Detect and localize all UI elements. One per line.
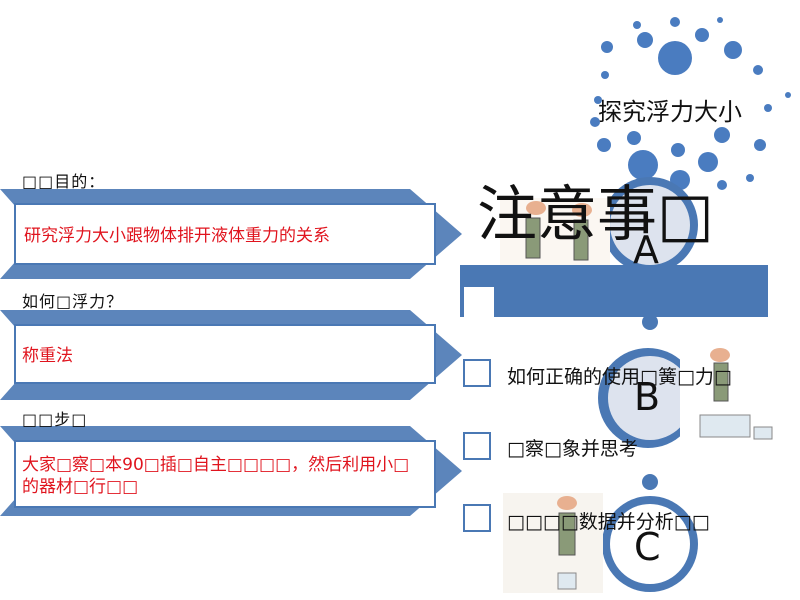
notes-title: 注意事□	[477, 180, 714, 250]
checklist-item-1: 如何正确的使用□簧□力□	[507, 366, 732, 388]
header-checkbox[interactable]	[464, 287, 494, 317]
checklist-item-3: □□□□数据并分析□□	[507, 511, 710, 533]
notes-header-bar	[460, 265, 768, 317]
section-label-method: 如何□浮力？	[22, 292, 124, 311]
purpose-text: 研究浮力大小跟物体排开液体重力的关系	[24, 226, 330, 246]
page-title: 探究浮力大小	[598, 98, 742, 126]
steps-text: 大家□察□本90□插□自主□□□□，然后利用小□的器材□行□□	[22, 455, 410, 497]
section-label-steps: □□步□	[22, 410, 88, 429]
steps-box: 大家□察□本90□插□自主□□□□，然后利用小□的器材□行□□	[14, 440, 436, 508]
checklist-item-2: □察□象并思考	[507, 438, 638, 460]
decorative-dot-ring	[590, 17, 791, 190]
method-box: 称重法	[14, 324, 436, 384]
spring-scale-image-b	[680, 345, 776, 441]
letter-circles	[598, 177, 698, 592]
section-label-purpose: □□目的：	[22, 172, 106, 191]
method-text: 称重法	[22, 346, 73, 366]
purpose-box: 研究浮力大小跟物体排开液体重力的关系	[14, 203, 436, 265]
checklist-checkbox-3[interactable]	[463, 504, 491, 532]
spring-scale-image-c	[503, 493, 603, 593]
checklist-checkbox-2[interactable]	[463, 432, 491, 460]
checklist-checkbox-1[interactable]	[463, 359, 491, 387]
circle-letter-c: C	[634, 525, 661, 569]
circle-letter-b: B	[634, 375, 661, 419]
circle-letter-a: A	[633, 228, 659, 272]
spring-scale-image-a	[500, 198, 610, 268]
